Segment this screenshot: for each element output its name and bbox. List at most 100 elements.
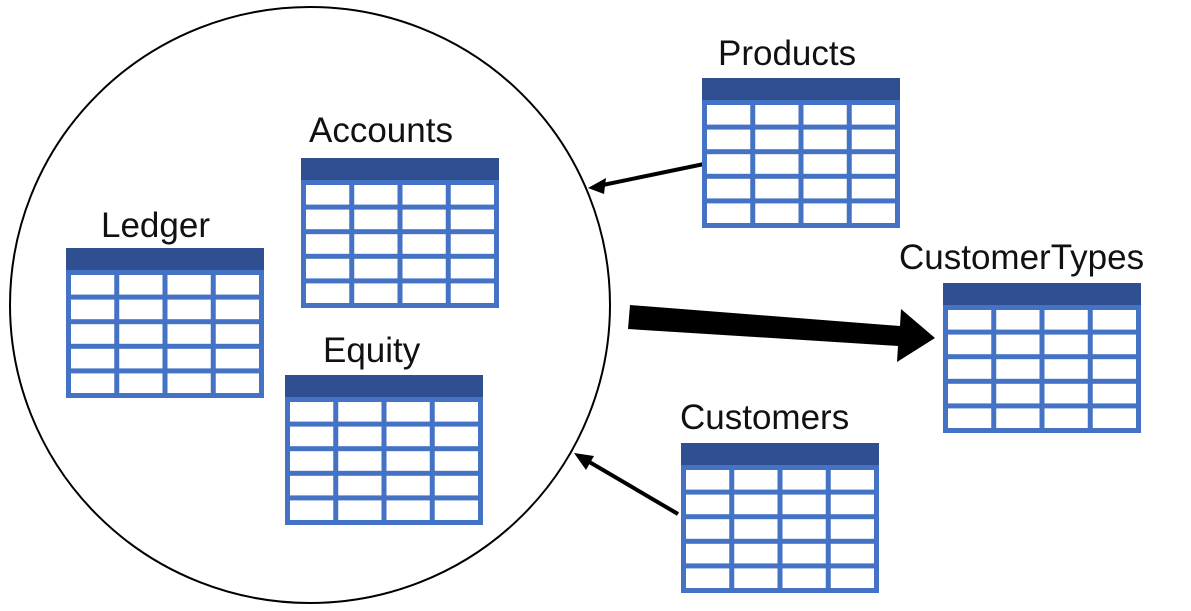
table-cell [686, 543, 730, 564]
table-header-bar [301, 158, 499, 180]
equity-label: Equity [323, 331, 421, 370]
table-cell [450, 209, 494, 230]
table-cell [119, 275, 163, 295]
table-cell [167, 373, 211, 393]
table-cell [948, 334, 992, 355]
products-label: Products [718, 34, 857, 73]
table-cell [338, 402, 382, 422]
table-cell [434, 451, 478, 471]
table-cell [686, 470, 730, 490]
table-header-bar [285, 375, 483, 397]
table-cell [215, 275, 259, 295]
table-cell [386, 451, 430, 471]
table-cell [386, 402, 430, 422]
table-cell [119, 373, 163, 393]
table-cell [851, 105, 895, 125]
table-cell [338, 500, 382, 520]
table-cell [996, 383, 1040, 404]
table-cell [71, 299, 115, 320]
table-cell [167, 324, 211, 344]
table-cell [119, 348, 163, 369]
table-cell [707, 129, 751, 150]
table-cell [402, 258, 446, 279]
table-grid [285, 375, 483, 525]
table-cell [290, 451, 334, 471]
table-cell [948, 383, 992, 404]
accounts-label: Accounts [309, 111, 453, 150]
table-cell [306, 185, 350, 205]
table-cell [996, 408, 1040, 428]
table-cell [215, 373, 259, 393]
table-cell [851, 203, 895, 223]
table-cell [1044, 334, 1088, 355]
table-grid [943, 283, 1141, 433]
table-cell [402, 209, 446, 230]
table-frame [702, 78, 900, 228]
table-cell [782, 470, 826, 490]
table-frame [66, 248, 264, 398]
table-cell [803, 203, 847, 223]
table-cell [996, 359, 1040, 379]
table-cell [290, 500, 334, 520]
table-cell [386, 426, 430, 447]
table-cell [450, 234, 494, 254]
table-cell [755, 203, 799, 223]
table-cell [1044, 310, 1088, 330]
table-cell [306, 283, 350, 303]
table-cell [434, 402, 478, 422]
table-frame [285, 375, 483, 525]
table-cell [1044, 408, 1088, 428]
table-cell [851, 154, 895, 174]
table-header-bar [66, 248, 264, 270]
table-cell [119, 299, 163, 320]
table-cell [215, 348, 259, 369]
table-cell [450, 258, 494, 279]
table-grid [66, 248, 264, 398]
table-cell [290, 475, 334, 496]
accounts-table [301, 158, 499, 308]
table-cell [755, 178, 799, 199]
table-cell [851, 129, 895, 150]
table-cell [686, 519, 730, 539]
table-cell [402, 283, 446, 303]
table-cell [1092, 383, 1136, 404]
table-frame [943, 283, 1141, 433]
equity-table [285, 375, 483, 525]
table-cell [782, 494, 826, 515]
table-cell [167, 275, 211, 295]
table-cell [707, 178, 751, 199]
table-cell [830, 494, 874, 515]
table-grid [301, 158, 499, 308]
arrow-customers-to-circle [574, 453, 680, 516]
table-cell [354, 283, 398, 303]
table-cell [215, 299, 259, 320]
table-cell [734, 568, 778, 588]
table-cell [290, 426, 334, 447]
table-cell [686, 568, 730, 588]
table-cell [755, 105, 799, 125]
table-cell [434, 475, 478, 496]
table-cell [306, 209, 350, 230]
ledger-label: Ledger [101, 206, 210, 245]
table-cell [354, 209, 398, 230]
table-cell [215, 324, 259, 344]
table-cell [803, 178, 847, 199]
table-frame [301, 158, 499, 308]
table-cell [755, 154, 799, 174]
table-cell [434, 500, 478, 520]
customertypes-label: CustomerTypes [899, 238, 1145, 277]
table-cell [71, 275, 115, 295]
table-cell [450, 185, 494, 205]
table-cell [1092, 408, 1136, 428]
customers-label: Customers [680, 398, 850, 437]
table-cell [402, 185, 446, 205]
table-cell [803, 105, 847, 125]
customers-table [681, 443, 879, 593]
table-cell [996, 334, 1040, 355]
table-cell [338, 426, 382, 447]
table-cell [851, 178, 895, 199]
table-cell [450, 283, 494, 303]
table-frame [681, 443, 879, 593]
table-cell [948, 359, 992, 379]
